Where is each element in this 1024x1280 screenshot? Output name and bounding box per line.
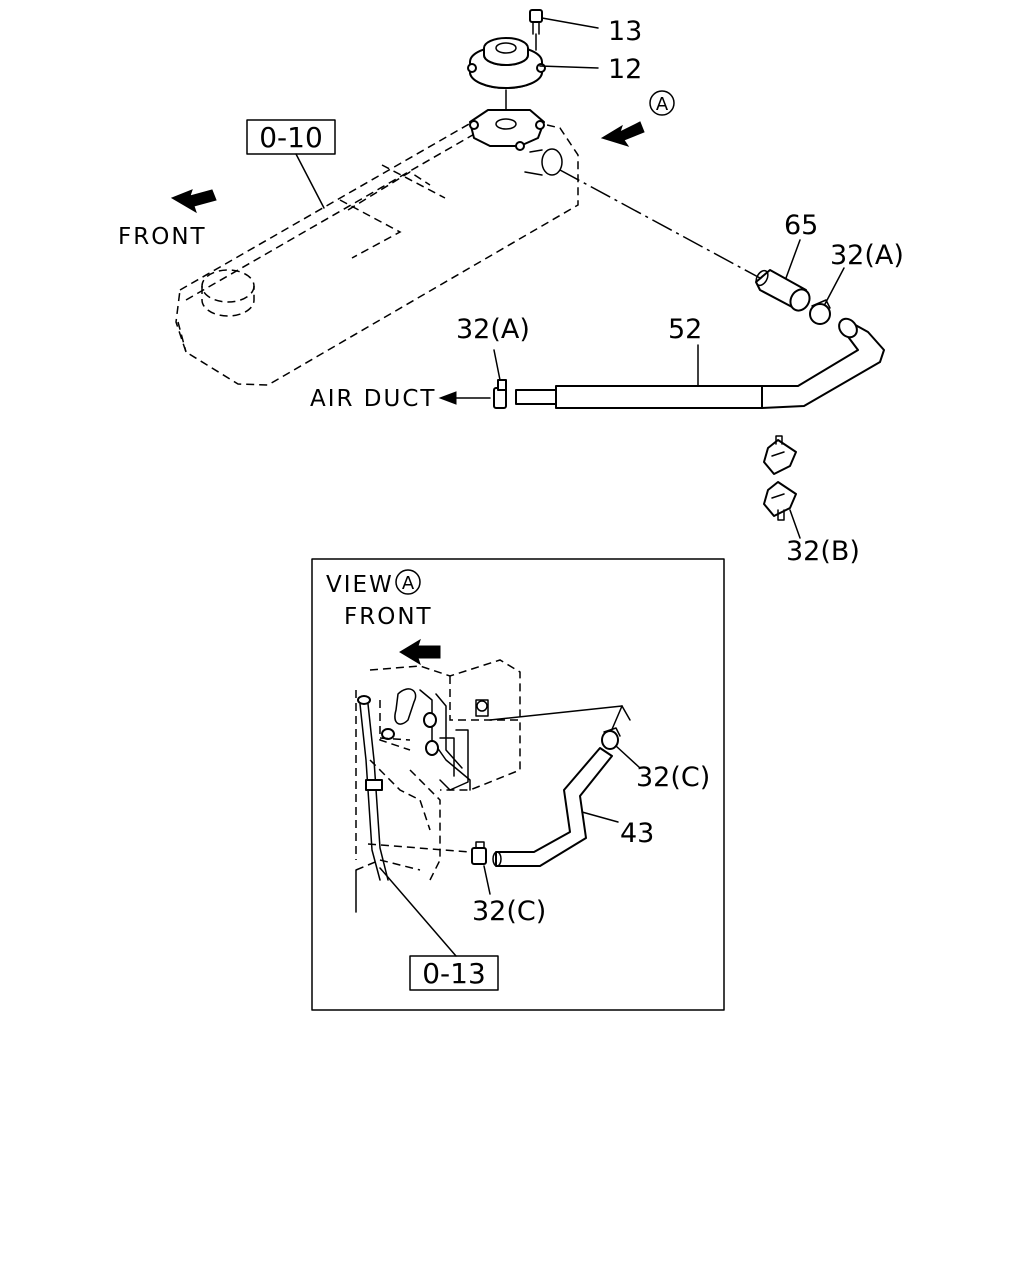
dipstick-tube [357, 695, 389, 881]
clamp-32c-upper [601, 727, 621, 750]
air-duct-label: AIR DUCT [310, 386, 436, 412]
callout-52: 52 [668, 314, 702, 345]
engine-outline [355, 659, 521, 913]
callout-32a-left: 32(A) [456, 314, 530, 345]
callout-32c-lower: 32(C) [472, 896, 546, 927]
clamp-32b [763, 435, 797, 521]
callout-32c-upper: 32(C) [636, 762, 710, 793]
front-label-inset: FRONT [344, 604, 433, 630]
callout-13: 13 [608, 16, 642, 47]
clamp-32c-lower [471, 841, 487, 865]
clamp-32a-left [493, 379, 507, 409]
view-label: VIEW [326, 572, 394, 598]
bolt [529, 9, 543, 51]
view-marker-top: A [649, 90, 675, 116]
front-arrow-inset-icon [399, 638, 441, 666]
view-marker-letter: A [656, 94, 669, 115]
front-label-top: FRONT [118, 224, 207, 250]
callout-65: 65 [784, 210, 818, 241]
breather-fittings [381, 688, 489, 791]
hose-52 [515, 317, 885, 409]
callout-32a-right: 32(A) [830, 240, 904, 271]
cap-base-plate [469, 109, 545, 151]
air-duct-arrow [438, 391, 491, 405]
connector-65 [755, 269, 811, 312]
hose-43 [492, 747, 613, 867]
reference-label-top: 0-10 [259, 121, 323, 154]
callout-12: 12 [608, 54, 642, 85]
view-marker-inset: A [402, 573, 415, 594]
reference-label-bottom: 0-13 [422, 957, 486, 990]
clamp-32a-right [809, 299, 831, 325]
front-arrow-icon [170, 189, 217, 214]
inset-view: VIEW A FRONT [311, 558, 725, 1011]
callout-43: 43 [620, 818, 654, 849]
reference-box-top: 0-10 [246, 119, 336, 209]
callout-32b: 32(B) [786, 536, 860, 567]
oil-filler-cap [467, 37, 546, 113]
view-arrow-icon [600, 121, 645, 147]
